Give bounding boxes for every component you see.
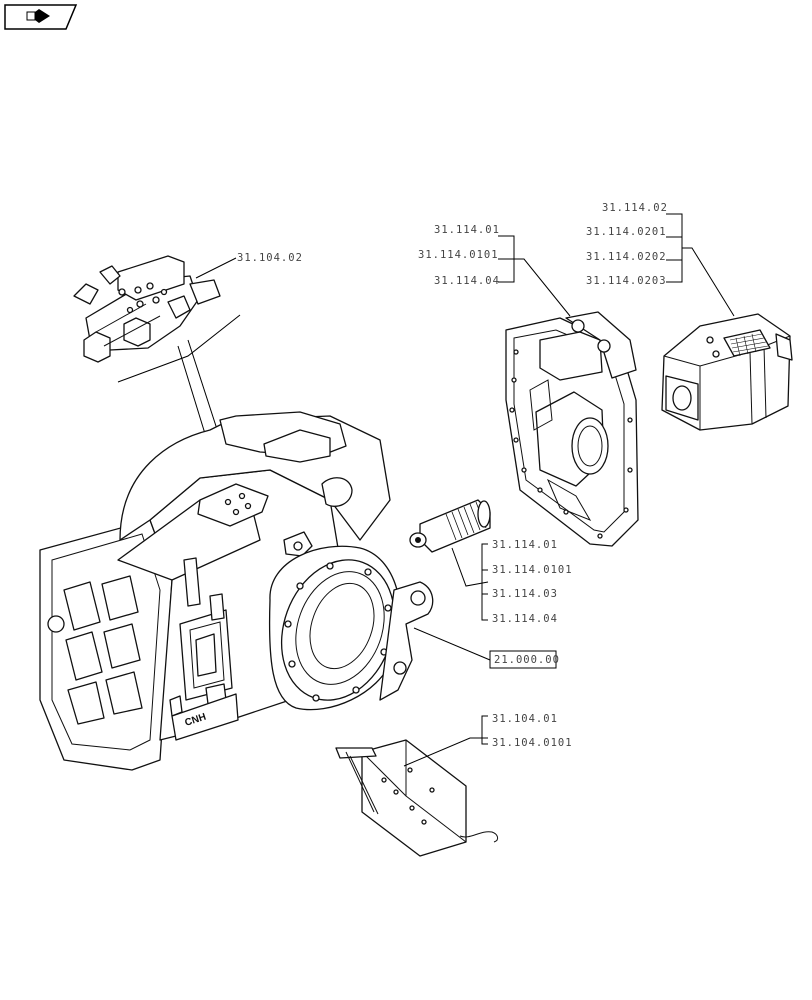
ref-label-plate-b: 31.104.0101 [492, 737, 573, 749]
ref-label-cover-a: 31.114.02 [602, 202, 668, 214]
ref-label-plate-a: 31.104.01 [492, 713, 558, 725]
sensor-plate [335, 739, 499, 857]
pto-shaft [409, 499, 491, 553]
control-valve-assembly [73, 255, 221, 363]
ref-label-main-assembly: 21.000.00 [494, 654, 560, 666]
ref-label-shaft-b: 31.114.0101 [492, 564, 573, 576]
ref-label-shaft-c: 31.114.03 [492, 588, 558, 600]
main-assembly-ref-box[interactable] [489, 650, 557, 669]
ref-label-cover-c: 31.114.0202 [586, 251, 667, 263]
next-page-arrow-icon[interactable] [4, 4, 78, 30]
ref-label-cover-d: 31.114.0203 [586, 275, 667, 287]
ref-label-shaft-a: 31.114.01 [492, 539, 558, 551]
ref-label-valve: 31.104.02 [237, 252, 303, 264]
pto-cover [661, 313, 793, 431]
transmission-housing: CNH [39, 411, 434, 771]
ref-label-housing-b: 31.114.0101 [418, 249, 499, 261]
ref-label-shaft-d: 31.114.04 [492, 613, 558, 625]
pto-housing [505, 311, 639, 547]
ref-label-housing-c: 31.114.04 [434, 275, 500, 287]
ref-label-cover-b: 31.114.0201 [586, 226, 667, 238]
ref-label-housing-a: 31.114.01 [434, 224, 500, 236]
